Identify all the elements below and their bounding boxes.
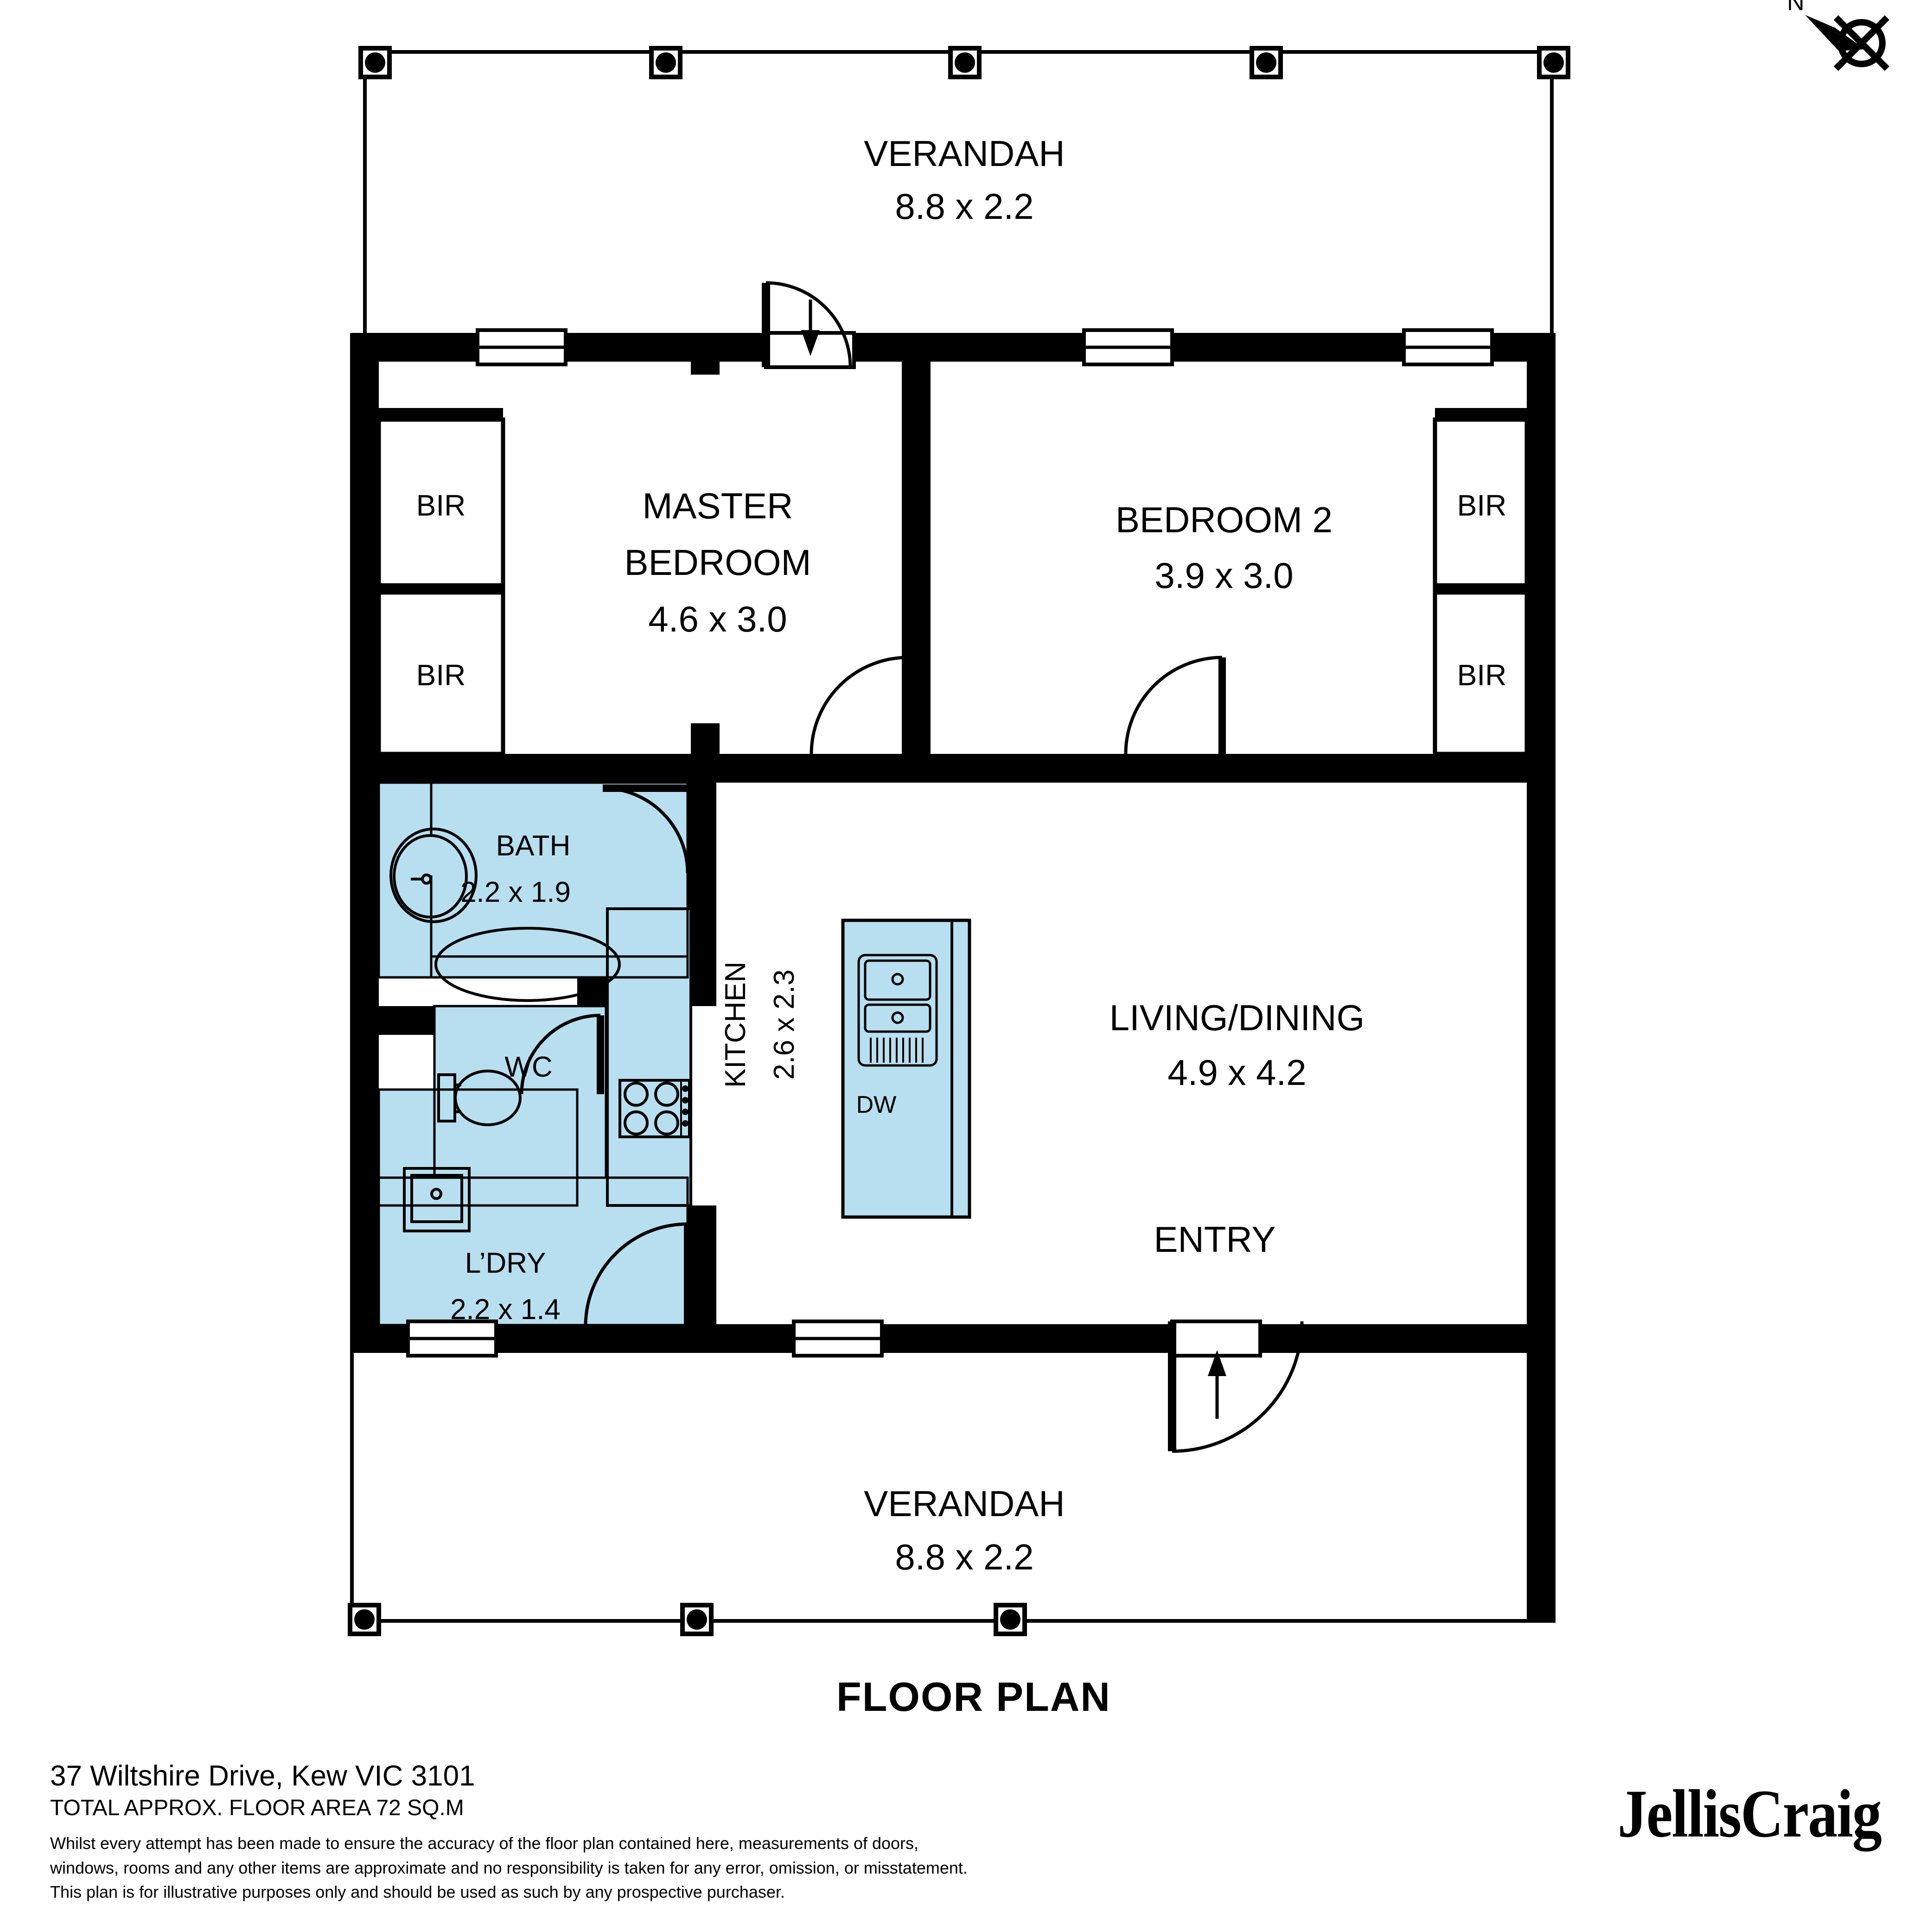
door-bedroom-2: [1124, 656, 1226, 754]
master-bedroom-dimensions: 4.6 x 3.0: [648, 599, 787, 639]
bath-fixtures: [389, 783, 688, 1002]
sink-icon: [864, 959, 931, 1001]
living-dining-dimensions: 4.9 x 4.2: [1167, 1052, 1306, 1093]
bedroom-2-dimensions: 3.9 x 3.0: [1154, 555, 1293, 596]
bir-master-bot-label: BIR: [416, 658, 466, 692]
laundry-trough-icon: [403, 1167, 471, 1232]
bir-bed2-bot-label: BIR: [1457, 658, 1507, 692]
living-dining-name: LIVING/DINING: [1109, 997, 1365, 1038]
master-bedroom-name-line1: MASTER: [642, 485, 793, 526]
kitchen-bench: [606, 907, 692, 1207]
verandah-post: [680, 1603, 714, 1636]
compass-north-icon: [1805, 15, 1889, 71]
page-title: FLOOR PLAN: [836, 1674, 1111, 1720]
wc-name: WC: [504, 1051, 552, 1083]
verandah-posts: [348, 46, 1570, 1636]
walls: [350, 333, 1556, 1623]
kitchen-dimensions: 2.6 x 2.3: [768, 969, 800, 1080]
windows: [406, 328, 1494, 1358]
disclaimer: Whilst every attempt has been made to en…: [50, 1831, 1302, 1905]
verandah-post: [649, 46, 682, 79]
wet-area-fills: [379, 783, 969, 1325]
door-laundry: [584, 1222, 691, 1326]
verandah-post: [994, 1603, 1027, 1636]
verandah-bottom-dimensions: 8.8 x 2.2: [895, 1537, 1033, 1577]
compass-north-label: N: [1787, 0, 1804, 16]
disclaimer-line-1: Whilst every attempt has been made to en…: [50, 1834, 919, 1853]
window-living-bottom: [792, 1320, 884, 1358]
verandah-post: [348, 1603, 381, 1636]
verandah-post: [1250, 46, 1283, 79]
door-bath: [602, 784, 689, 874]
wc-fixtures: [437, 1070, 522, 1126]
door-entry: [1168, 1320, 1304, 1453]
bir-separators: [379, 408, 1527, 594]
window-bed2-top-left: [1082, 328, 1174, 366]
dishwasher-icon: [870, 1038, 924, 1063]
laundry-name: L’DRY: [465, 1247, 546, 1279]
kitchen-name: KITCHEN: [720, 962, 752, 1088]
entry-name: ENTRY: [1154, 1219, 1276, 1260]
disclaimer-line-2: windows, rooms and any other items are a…: [50, 1858, 968, 1877]
verandah-top-name: VERANDAH: [864, 133, 1065, 174]
window-bed2-top-right: [1402, 328, 1494, 366]
bir-master-top-label: BIR: [416, 489, 466, 522]
window-master-top: [476, 328, 567, 366]
laundry-fixtures: [403, 1167, 471, 1232]
disclaimer-line-3: This plan is for illustrative purposes o…: [50, 1882, 785, 1902]
dishwasher-label: DW: [856, 1091, 897, 1118]
verandah-bottom-name: VERANDAH: [864, 1483, 1065, 1524]
verandah-bottom-outline: [350, 1352, 1556, 1623]
verandah-post: [1537, 46, 1570, 79]
total-floor-area: TOTAL APPROX. FLOOR AREA 72 SQ.M: [50, 1796, 464, 1820]
window-laundry-bottom: [406, 1320, 498, 1358]
bir-boxes: [376, 417, 1529, 756]
door-wc: [520, 1014, 604, 1095]
laundry-dimensions: 2.2 x 1.4: [450, 1294, 561, 1326]
cooktop-icon: [618, 1079, 691, 1138]
bedroom-2-name: BEDROOM 2: [1116, 499, 1333, 540]
kitchen-island: [841, 918, 971, 1219]
bath-name: BATH: [496, 830, 571, 862]
verandah-post: [358, 46, 392, 79]
verandah-top-dimensions: 8.8 x 2.2: [895, 186, 1033, 227]
agency-logo: JellisCraig: [1617, 1775, 1882, 1852]
property-address: 37 Wiltshire Drive, Kew VIC 3101: [50, 1760, 475, 1792]
door-verandah-top: [762, 281, 856, 369]
bathtub-icon: [434, 927, 621, 1002]
verandah-post: [948, 46, 982, 79]
door-master-bedroom: [810, 656, 912, 754]
bath-dimensions: 2.2 x 1.9: [460, 876, 571, 908]
footer-block: 37 Wiltshire Drive, Kew VIC 3101 TOTAL A…: [50, 1762, 1302, 1905]
bir-bed2-top-label: BIR: [1457, 489, 1507, 522]
toilet-icon: [454, 1070, 522, 1126]
shower-icon: [389, 828, 478, 923]
master-bedroom-name-line2: BEDROOM: [624, 542, 811, 583]
